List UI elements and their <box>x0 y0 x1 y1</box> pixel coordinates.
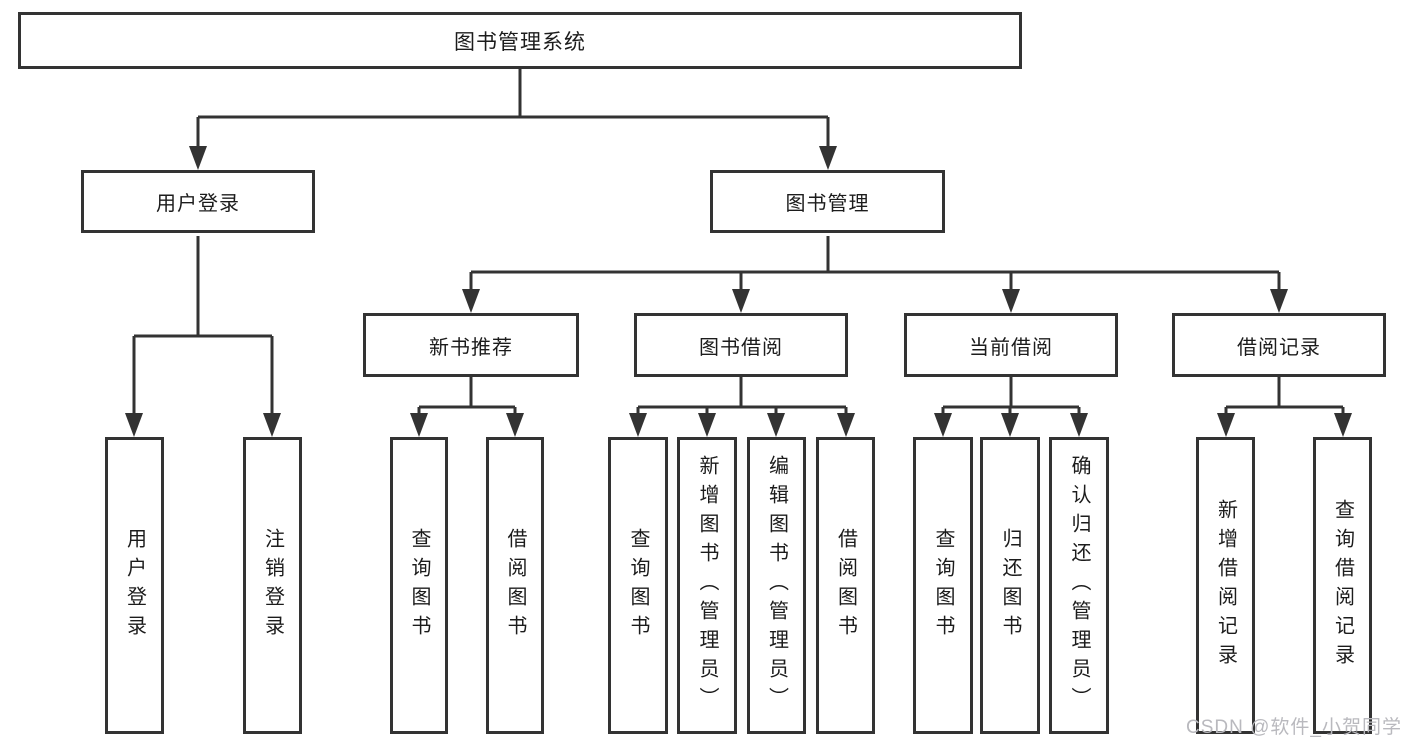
node-borrowing-records: 借阅记录 <box>1172 313 1386 377</box>
leaf-borrow-books-borrowing: 借阅图书 <box>816 437 875 734</box>
leaf-borrow-books-recommend: 借阅图书 <box>486 437 544 734</box>
leaf-edit-books-admin: 编辑图书（管理员） <box>747 437 806 734</box>
leaf-label: 确认归还（管理员） <box>1068 455 1090 716</box>
leaf-label: 归还图书 <box>999 527 1021 644</box>
leaf-query-borrow-record: 查询借阅记录 <box>1313 437 1372 734</box>
leaf-query-books-recommend: 查询图书 <box>390 437 448 734</box>
node-label: 图书借阅 <box>699 336 783 359</box>
leaf-label: 查询图书 <box>932 527 954 644</box>
node-label: 图书管理系统 <box>454 30 586 54</box>
leaf-label: 用户登录 <box>123 527 146 644</box>
node-library-management-system: 图书管理系统 <box>18 12 1022 69</box>
leaf-return-books: 归还图书 <box>980 437 1040 734</box>
node-user-login-branch: 用户登录 <box>81 170 315 233</box>
leaf-label: 查询借阅记录 <box>1331 498 1354 673</box>
node-book-borrowing: 图书借阅 <box>634 313 848 377</box>
leaf-label: 查询图书 <box>627 527 649 644</box>
leaf-logout: 注销登录 <box>243 437 302 734</box>
node-new-book-recommendation: 新书推荐 <box>363 313 579 377</box>
leaf-label: 新增借阅记录 <box>1214 498 1237 673</box>
node-label: 新书推荐 <box>429 336 513 359</box>
leaf-add-borrow-record: 新增借阅记录 <box>1196 437 1255 734</box>
node-label: 图书管理 <box>785 193 870 215</box>
node-label: 当前借阅 <box>969 336 1053 359</box>
node-label: 用户登录 <box>156 193 240 215</box>
leaf-label: 注销登录 <box>261 527 284 644</box>
node-current-borrowing: 当前借阅 <box>904 313 1118 377</box>
csdn-watermark: CSDN @软件_小贺同学 <box>1186 717 1402 738</box>
connector-lines <box>132 69 1345 416</box>
leaf-label: 借阅图书 <box>504 527 526 644</box>
node-book-management-branch: 图书管理 <box>710 170 945 233</box>
leaf-label: 借阅图书 <box>834 527 857 644</box>
leaf-user-login: 用户登录 <box>105 437 164 734</box>
leaf-add-books-admin: 新增图书（管理员） <box>677 437 737 734</box>
leaf-query-books-borrowing: 查询图书 <box>608 437 668 734</box>
leaf-label: 新增图书（管理员） <box>696 455 718 716</box>
leaf-label: 编辑图书（管理员） <box>765 455 788 716</box>
leaf-label: 查询图书 <box>408 527 430 644</box>
leaf-query-books-current: 查询图书 <box>913 437 973 734</box>
node-label: 借阅记录 <box>1237 336 1321 359</box>
arrow-down-icons <box>125 146 1352 437</box>
leaf-confirm-return-admin: 确认归还（管理员） <box>1049 437 1109 734</box>
